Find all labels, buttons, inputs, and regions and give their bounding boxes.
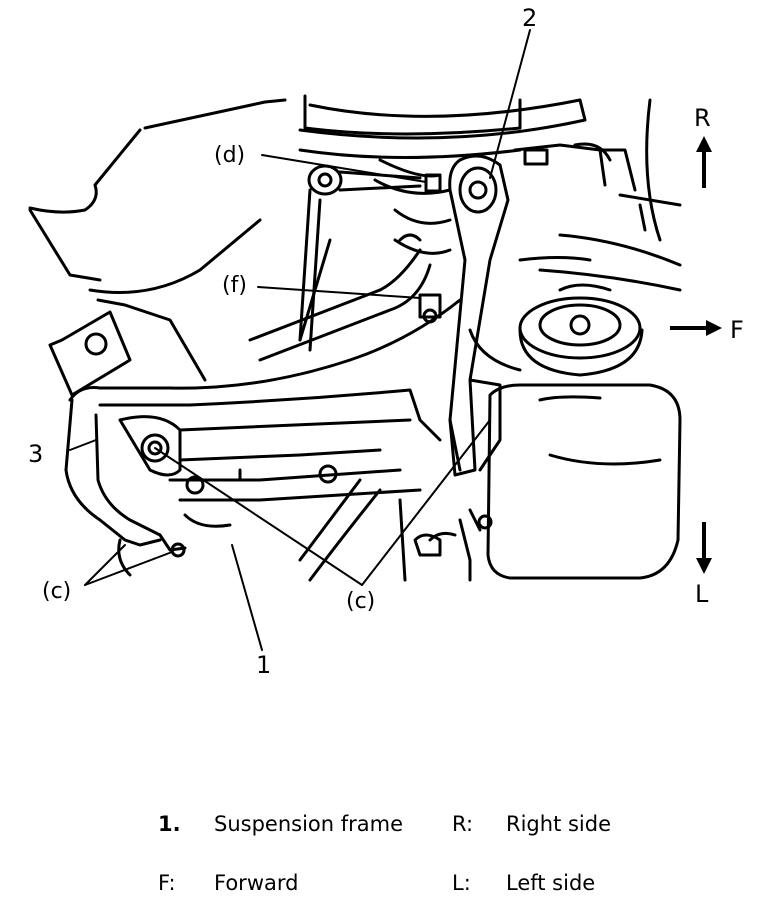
callout-part-1: 1 [256, 651, 271, 679]
arrow-up-head-icon [696, 136, 712, 152]
callout-d: (d) [214, 143, 245, 168]
leader-lines [69, 29, 531, 651]
strut-spring-assembly [298, 94, 587, 352]
body-panel-outline [28, 98, 287, 397]
callout-c-center: (c) [346, 589, 375, 614]
wheel-hub [428, 383, 682, 582]
direction-label-right: R [694, 104, 711, 132]
suspension-frame [64, 298, 462, 582]
legend-text-forward: Forward [214, 871, 299, 895]
legend-key-l: L: [452, 871, 471, 895]
direction-label-left: L [695, 580, 709, 608]
arrow-down-head-icon [696, 558, 712, 574]
callout-c-left: (c) [42, 579, 71, 604]
callout-f: (f) [222, 273, 247, 298]
arrow-right-head-icon [706, 320, 722, 336]
legend-text-right-side: Right side [506, 812, 611, 836]
legend: 1. Suspension frame R: Right side F: For… [0, 800, 768, 912]
legend-key-f: F: [158, 871, 176, 895]
legend-key-r: R: [452, 812, 474, 836]
legend-key-1: 1. [158, 812, 181, 836]
legend-text-suspension-frame: Suspension frame [214, 812, 404, 836]
upper-right-components [513, 98, 682, 292]
brake-disc [468, 283, 644, 377]
direction-label-forward: F [730, 316, 744, 344]
direction-arrows [670, 136, 722, 574]
legend-text-left-side: Left side [506, 871, 596, 895]
trailing-arm [448, 154, 510, 477]
callout-part-2: 2 [522, 4, 537, 32]
callout-part-3: 3 [28, 440, 43, 468]
